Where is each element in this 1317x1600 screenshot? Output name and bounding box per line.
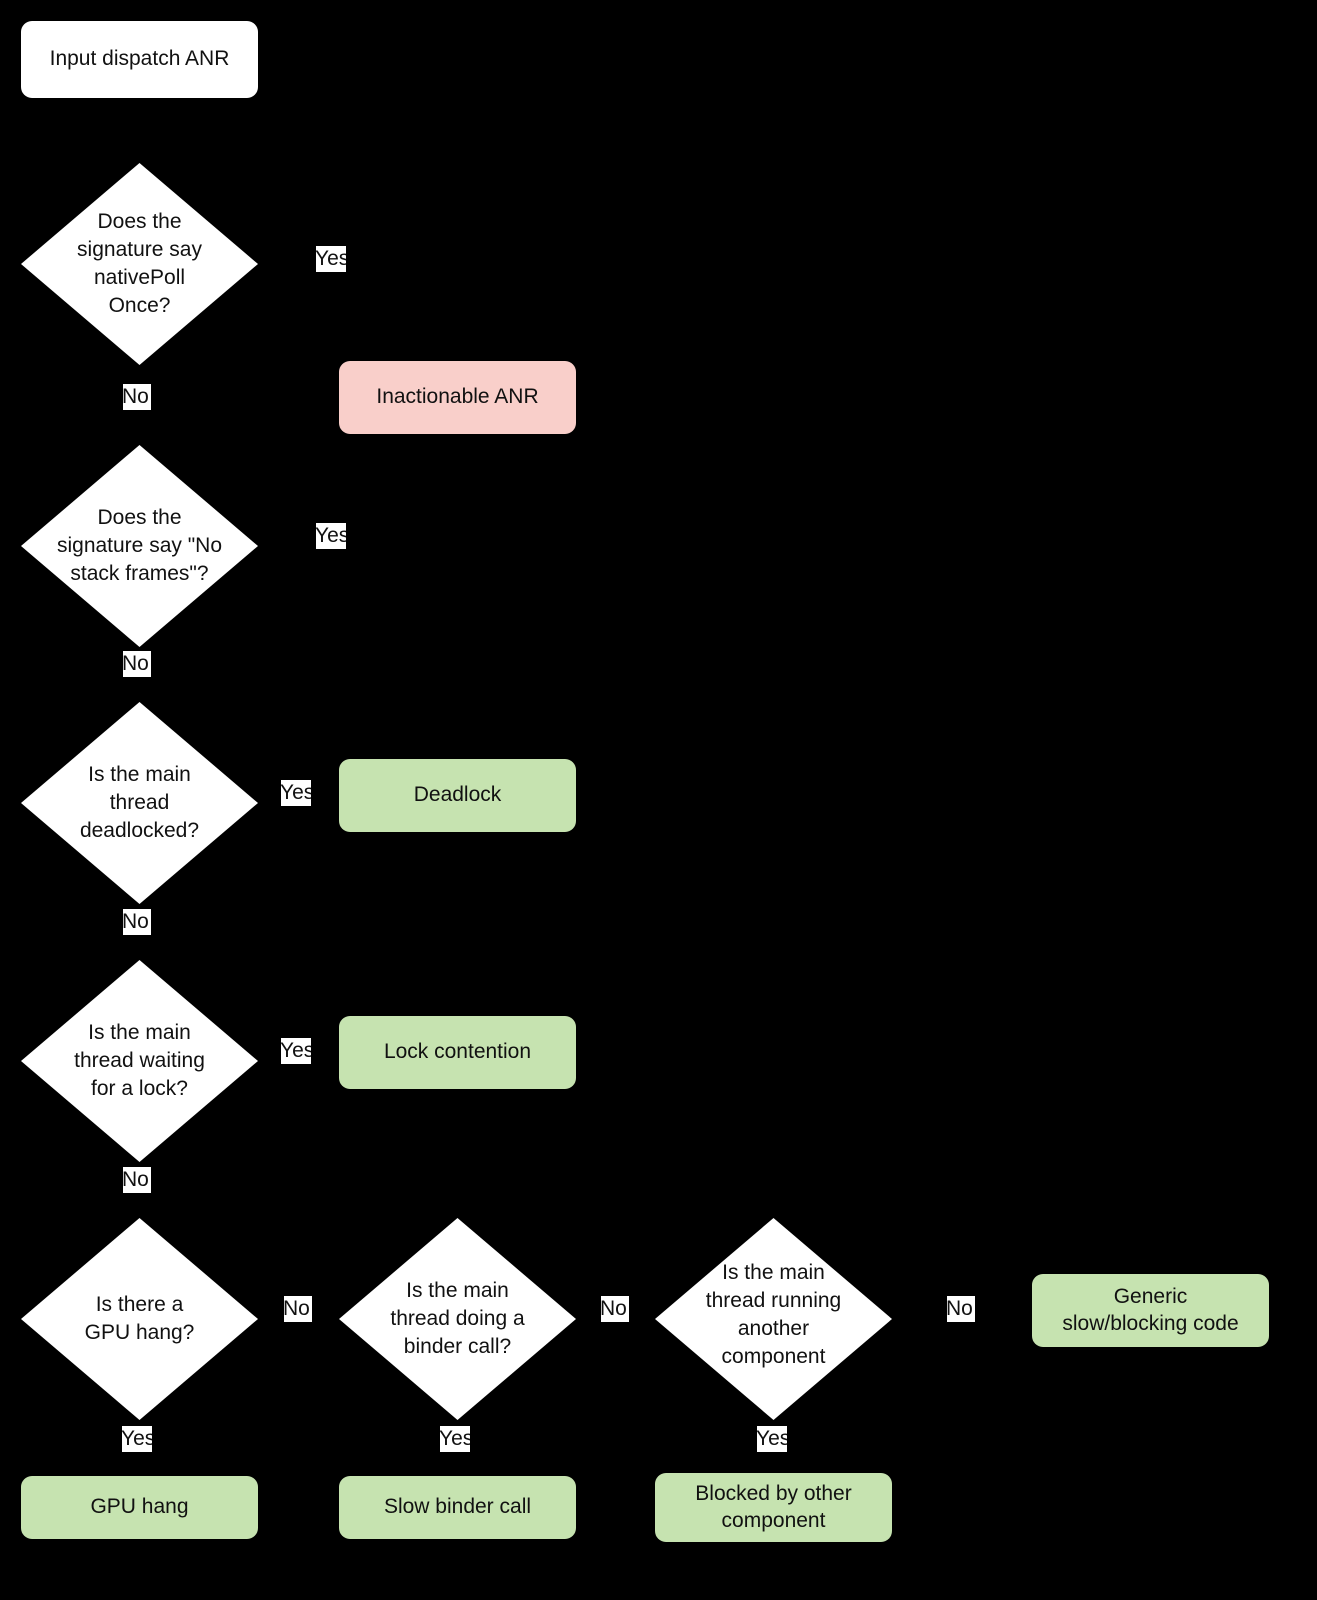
node-result-deadlock[interactable]: Deadlock — [339, 759, 576, 832]
node-question-deadlocked[interactable]: Is the main thread deadlocked? — [21, 702, 258, 904]
edge-label-no-binder-call: No — [601, 1296, 629, 1322]
edge-label-text: Yes — [440, 1427, 470, 1450]
diamond-shape — [21, 1218, 258, 1420]
edge-othercomponent-yes — [772, 1419, 774, 1498]
node-result-blocked-by-other-component-label: Blocked by other component — [695, 1481, 852, 1532]
node-result-deadlock-label: Deadlock — [413, 783, 502, 807]
edge-label-yes-binder-call: Yes — [440, 1426, 470, 1452]
node-question-binder-call[interactable]: Is the main thread doing a binder call? — [339, 1218, 576, 1420]
node-result-gpu-hang-label: GPU hang — [90, 1495, 189, 1519]
edge-nativepollonce-yes-down — [456, 263, 458, 361]
edge-label-no-nativepollonce: No — [123, 384, 151, 410]
node-question-no-stack-frames[interactable]: Does the signature say "No stack frames"… — [21, 445, 258, 647]
diamond-shape — [21, 702, 258, 904]
node-question-nativepollonce[interactable]: Does the signature say nativePoll Once? — [21, 163, 258, 365]
node-result-inactionable-anr-label: Inactionable ANR — [376, 385, 539, 409]
edge-label-yes-gpu-hang: Yes — [122, 1426, 152, 1452]
node-result-gpu-hang[interactable]: GPU hang — [21, 1476, 258, 1539]
edge-gpuhang-yes — [138, 1419, 140, 1498]
node-result-blocked-by-other-component[interactable]: Blocked by other component — [655, 1473, 892, 1542]
node-result-generic-slow-blocking-code-label: Generic slow/blocking code — [1062, 1284, 1239, 1335]
edge-label-text: No — [123, 910, 149, 933]
node-question-waiting-lock[interactable]: Is the main thread waiting for a lock? — [21, 960, 258, 1162]
edge-label-no-no-stack-frames: No — [123, 651, 151, 677]
edge-label-text: No — [284, 1297, 310, 1320]
edge-label-text: Yes — [757, 1427, 787, 1450]
edge-label-text: Yes — [281, 1039, 311, 1062]
edge-label-text: No — [123, 385, 149, 408]
edge-bindercall-yes — [456, 1419, 458, 1498]
edge-label-yes-waiting-lock: Yes — [281, 1038, 311, 1064]
node-question-gpu-hang[interactable]: Is there a GPU hang? — [21, 1218, 258, 1420]
edge-label-text: Yes — [316, 247, 346, 270]
edge-label-no-gpu-hang: No — [284, 1296, 312, 1322]
node-result-slow-binder-call-label: Slow binder call — [383, 1495, 532, 1519]
node-result-inactionable-anr[interactable]: Inactionable ANR — [339, 361, 576, 434]
edge-label-yes-nativepollonce: Yes — [316, 246, 346, 272]
edge-label-text: No — [123, 652, 149, 675]
edge-label-text: No — [123, 1168, 149, 1191]
node-result-lock-contention[interactable]: Lock contention — [339, 1016, 576, 1089]
edge-label-text: No — [947, 1297, 973, 1320]
diamond-shape — [339, 1218, 576, 1420]
edge-label-text: Yes — [281, 781, 311, 804]
edge-label-no-other-component: No — [947, 1296, 975, 1322]
node-result-generic-slow-blocking-code[interactable]: Generic slow/blocking code — [1032, 1274, 1269, 1347]
edge-label-no-waiting-lock: No — [123, 1167, 151, 1193]
node-start-label: Input dispatch ANR — [49, 47, 230, 71]
edge-label-yes-deadlocked: Yes — [281, 780, 311, 806]
node-question-other-component[interactable]: Is the main thread running another compo… — [655, 1218, 892, 1420]
diamond-shape — [655, 1218, 892, 1420]
edge-start-to-nativepollonce — [138, 98, 140, 163]
edge-label-yes-other-component: Yes — [757, 1426, 787, 1452]
node-result-lock-contention-label: Lock contention — [383, 1040, 532, 1064]
edge-label-no-deadlocked: No — [123, 909, 151, 935]
edge-label-text: Yes — [316, 524, 346, 547]
edge-label-yes-no-stack-frames: Yes — [316, 523, 346, 549]
edge-label-text: Yes — [122, 1427, 152, 1450]
diamond-shape — [21, 445, 258, 647]
node-start[interactable]: Input dispatch ANR — [21, 21, 258, 98]
node-result-slow-binder-call[interactable]: Slow binder call — [339, 1476, 576, 1539]
edge-nativepollonce-yes — [258, 263, 457, 265]
diamond-shape — [21, 960, 258, 1162]
diamond-shape — [21, 163, 258, 365]
edge-nostackframes-yes — [258, 540, 457, 542]
edge-label-text: No — [601, 1297, 627, 1320]
